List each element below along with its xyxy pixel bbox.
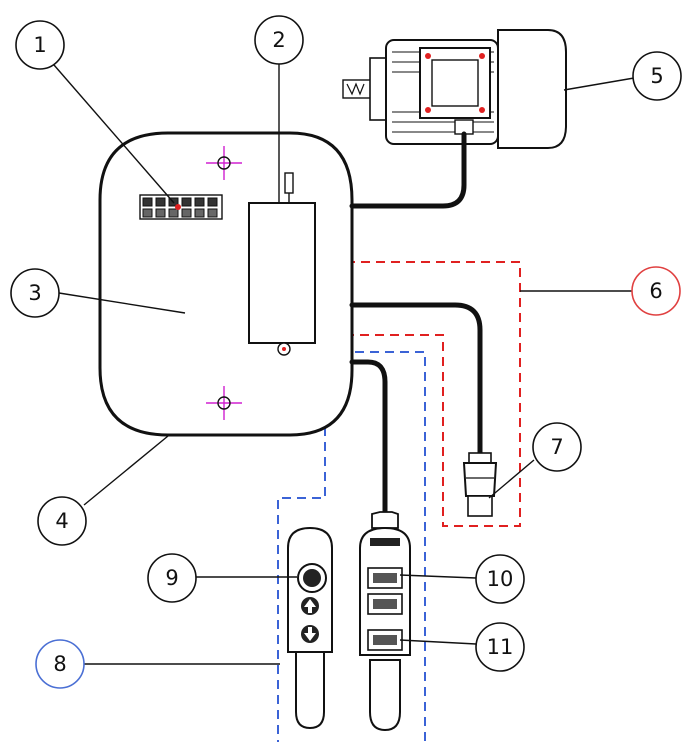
mount-marker-top	[206, 146, 242, 180]
callout-4: 4	[37, 496, 87, 546]
callout-8: 8	[35, 639, 85, 689]
pendant-button-middle	[367, 593, 403, 615]
callout-3: 3	[10, 268, 60, 318]
callout-2-label: 2	[272, 28, 285, 52]
down-arrow-icon	[301, 625, 319, 643]
callout-10-label: 10	[487, 567, 514, 591]
blue-dashed-boundary	[277, 351, 426, 742]
pendant-control-right	[359, 511, 411, 732]
motor	[342, 29, 567, 149]
callout-11: 11	[475, 622, 525, 672]
emergency-stop-button	[297, 563, 327, 593]
callout-2: 2	[254, 15, 304, 65]
power-cable	[349, 302, 483, 458]
pendant-cable	[349, 359, 388, 518]
callout-10: 10	[475, 554, 525, 604]
terminal-block	[139, 194, 223, 220]
pendant-button-upper	[367, 567, 403, 589]
callout-4-label: 4	[55, 509, 68, 533]
callout-1-label: 1	[33, 33, 46, 57]
callout-1: 1	[15, 20, 65, 70]
callout-11-label: 11	[487, 635, 514, 659]
power-plug	[462, 452, 498, 517]
leader-lines	[53, 62, 635, 665]
control-box	[98, 131, 354, 437]
mount-marker-bottom	[206, 386, 242, 420]
callout-9: 9	[147, 553, 197, 603]
callout-9-label: 9	[165, 566, 178, 590]
callout-5-label: 5	[650, 64, 663, 88]
callout-8-label: 8	[53, 652, 66, 676]
callout-6: 6	[631, 266, 681, 316]
callout-7: 7	[532, 422, 582, 472]
callout-7-label: 7	[550, 435, 563, 459]
motor-cable	[349, 131, 467, 209]
callout-6-label: 6	[649, 279, 662, 303]
pendant-control-left	[287, 526, 333, 730]
pendant-button-lower	[367, 629, 403, 651]
callout-3-label: 3	[28, 281, 41, 305]
capacitor-unit	[248, 172, 316, 356]
up-arrow-icon	[301, 597, 319, 615]
callout-5: 5	[632, 51, 682, 101]
